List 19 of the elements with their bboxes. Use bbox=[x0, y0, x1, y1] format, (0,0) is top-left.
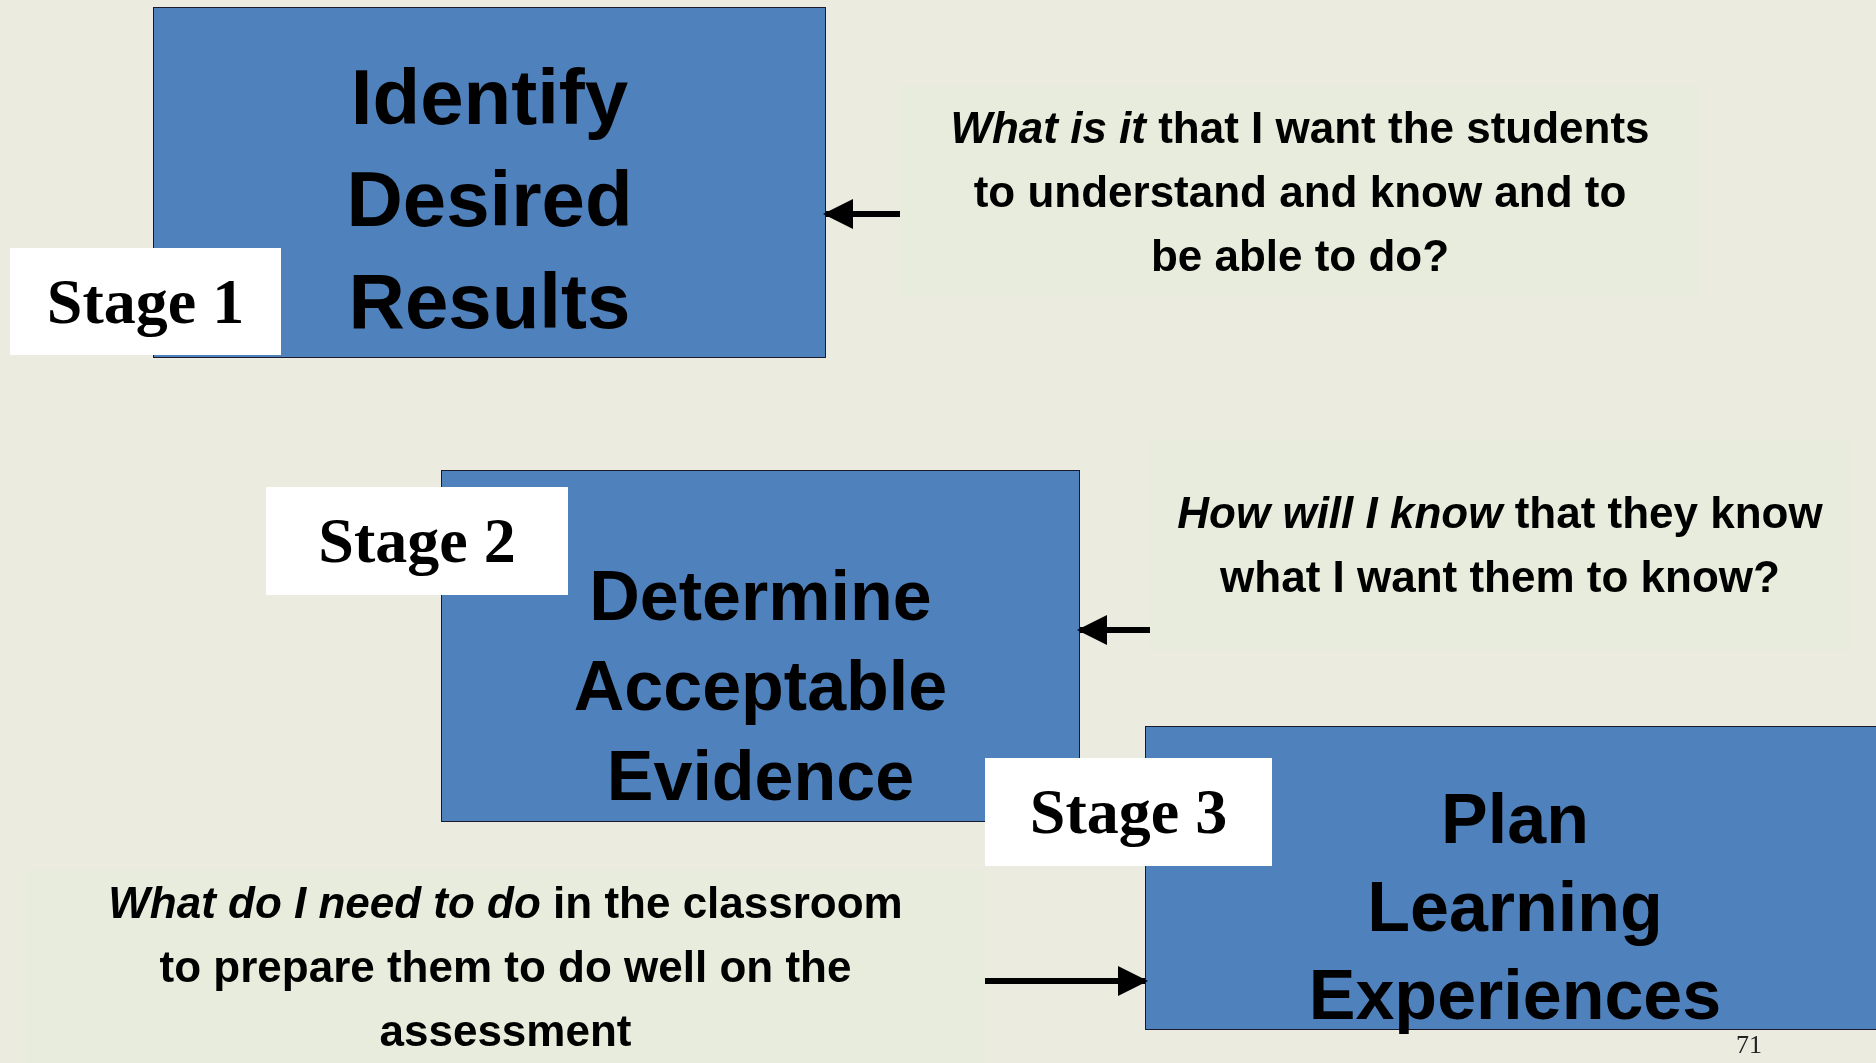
page-number: 71 bbox=[1736, 1030, 1762, 1060]
question-text: What do I need to do in the classroom to prepare them to do well on the assessment bbox=[107, 876, 904, 1057]
question-text: How will I know that they know what I want them to know? bbox=[1176, 486, 1824, 603]
stage-tag bbox=[10, 248, 281, 355]
stage-number: Stage 1 bbox=[46, 264, 245, 339]
arrow bbox=[985, 966, 1148, 996]
stage-title: Identify Desired Results bbox=[346, 52, 633, 347]
question-text: What is it that I want the students to understand and know and to be able to do? bbox=[949, 101, 1651, 282]
stage-number: Stage 2 bbox=[318, 504, 516, 578]
stage-number: Stage 3 bbox=[1029, 775, 1228, 849]
stage-tag bbox=[266, 487, 568, 595]
stage-tag bbox=[985, 758, 1272, 866]
arrow bbox=[823, 199, 900, 229]
question-panel bbox=[26, 870, 985, 1063]
stage-title: Determine Acceptable Evidence bbox=[573, 556, 948, 817]
question-panel bbox=[1150, 439, 1850, 650]
stage-title: Plan Learning Experiences bbox=[1308, 779, 1722, 1036]
question-panel bbox=[900, 86, 1700, 297]
arrow bbox=[1077, 615, 1150, 645]
